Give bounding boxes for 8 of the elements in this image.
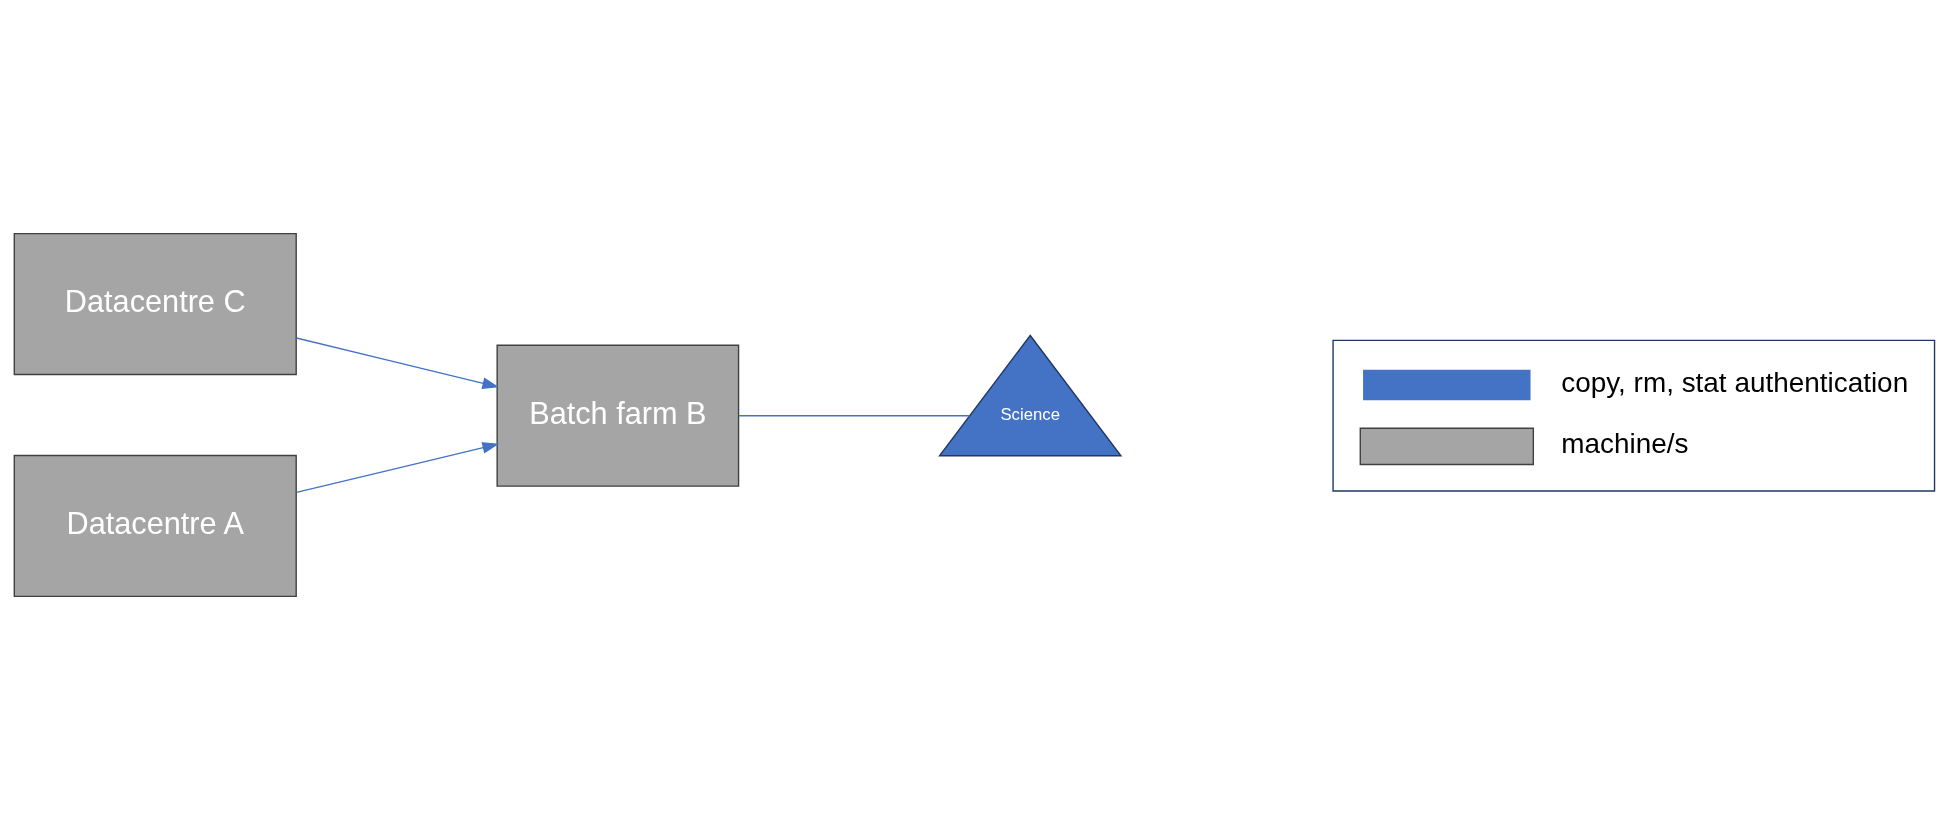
legend-label: machine/s — [1561, 427, 1689, 459]
node-box: Datacentre A — [13, 454, 297, 597]
legend-label: copy, rm, stat authentication — [1561, 366, 1909, 398]
node-box: Batch farm B — [496, 344, 740, 487]
node-box: Datacentre C — [13, 232, 297, 375]
arrow — [295, 441, 500, 493]
connector — [738, 414, 971, 416]
arrow — [295, 336, 500, 389]
